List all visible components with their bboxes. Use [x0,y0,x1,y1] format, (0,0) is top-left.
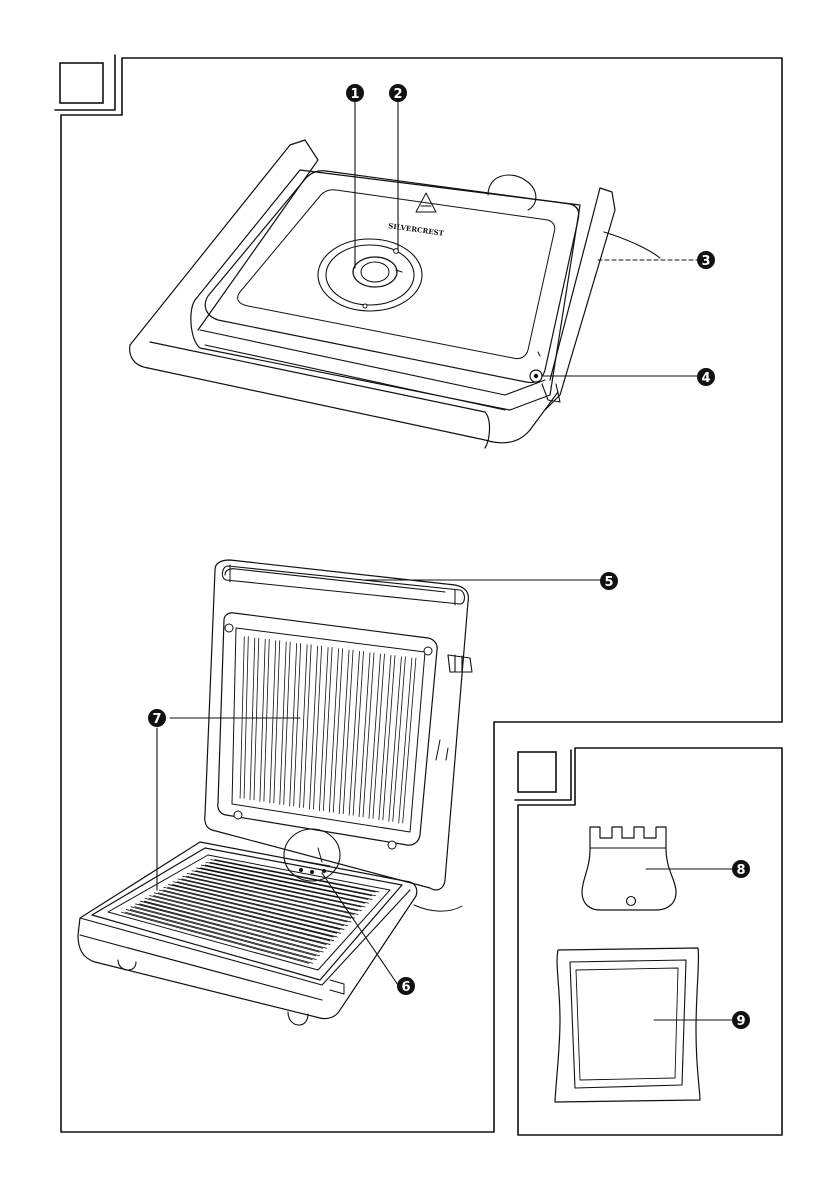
plate-rib [389,657,406,822]
plate-rib [173,882,352,922]
plate-rib [290,643,301,806]
panel-accessories-tab [518,752,556,792]
plate-rib [280,642,290,805]
callout-5: 5 [600,572,618,590]
svg-text:7: 7 [152,712,161,727]
svg-text:6: 6 [401,980,410,995]
callout-8: 8 [732,860,750,878]
plate-rib [309,646,321,810]
svg-text:9: 9 [736,1014,745,1029]
closed-grill: SILVERCREST [130,140,660,448]
plate-rib [270,640,280,803]
callout-7: 7 [148,709,166,727]
svg-text:3: 3 [701,254,710,269]
leaders-accessories [646,869,732,1020]
callout-6: 6 [397,977,415,995]
open-grill [78,560,472,1025]
svg-text:5: 5 [604,575,613,590]
svg-text:1: 1 [350,87,359,102]
plate-rib [240,636,248,798]
scraper-hole-icon [627,897,636,906]
svg-text:8: 8 [736,863,745,878]
plate-rib [250,638,259,800]
panel-accessories [515,748,782,1135]
callout-3: 3 [697,251,715,269]
svg-text:2: 2 [393,87,402,102]
plate-rib [369,654,385,819]
upper-plate-ribs [240,636,416,823]
plate-rib [260,639,269,802]
callout-2: 2 [389,84,407,102]
svg-text:4: 4 [701,371,710,386]
panel-main-tab [60,63,103,103]
callout-4: 4 [697,368,715,386]
callouts: 1 2 3 4 5 6 7 8 9 [148,84,750,1029]
callout-9: 9 [732,1011,750,1029]
plate-rib [300,644,312,807]
plate-rib [359,652,374,817]
leaders-top [355,101,698,376]
plate-rib [319,647,332,811]
brand-label: SILVERCREST [388,221,445,238]
drip-tray [555,948,700,1102]
plate-rib [399,658,416,823]
panel-main [55,55,782,1132]
plate-rib [379,655,395,820]
callout-1: 1 [346,84,364,102]
